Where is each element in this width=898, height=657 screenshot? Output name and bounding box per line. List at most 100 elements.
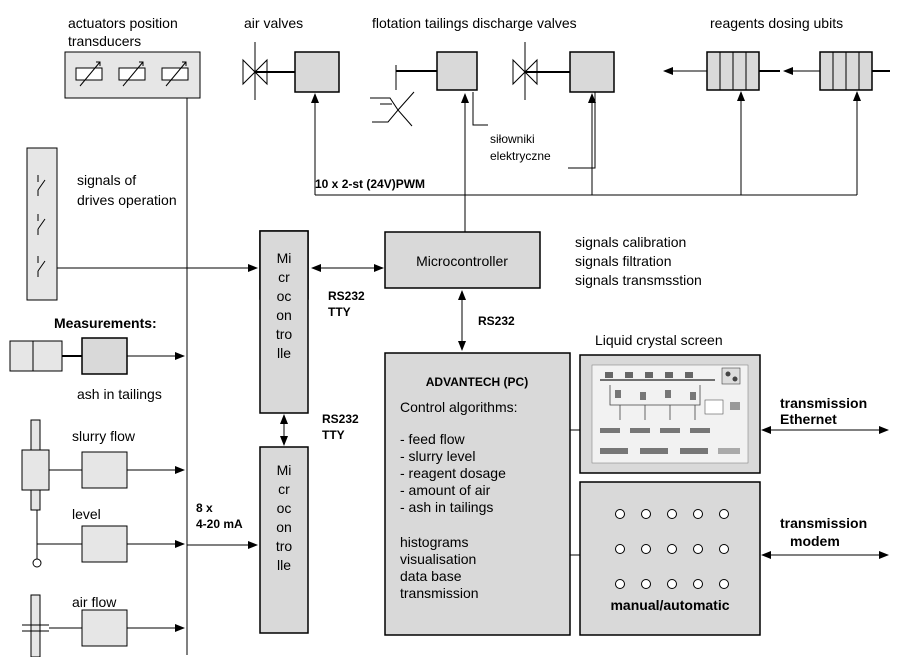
- indicator-dot: [667, 509, 677, 519]
- ash-label: ash in tailings: [77, 386, 162, 402]
- indicator-dot: [667, 579, 677, 589]
- indicator-dot: [719, 509, 729, 519]
- air-flow-label: air flow: [72, 594, 117, 610]
- rs232-tty-upper-1: RS232: [328, 289, 365, 303]
- ethernet-label-2: Ethernet: [780, 411, 837, 427]
- switch-icon: [37, 175, 46, 196]
- indicator-dot: [641, 509, 651, 519]
- pc-function: data base: [400, 568, 462, 584]
- transducer-icon: [75, 61, 103, 87]
- microcontroller-lower-text: Mi cr oc on tro lle: [276, 462, 293, 573]
- air-valve-actuator: [294, 51, 340, 93]
- air-valves-label: air valves: [244, 15, 303, 31]
- indicator-dot: [615, 509, 625, 519]
- measurements-heading: Measurements:: [54, 315, 157, 331]
- silowniki-label-2: elektryczne: [490, 149, 551, 163]
- control-item: - ash in tailings: [400, 499, 493, 515]
- lcd-label: Liquid crystal screen: [595, 332, 723, 348]
- signals-calibration-label: signals calibration: [575, 234, 686, 250]
- control-item: - slurry level: [400, 448, 475, 464]
- indicator-dot: [641, 579, 651, 589]
- transducer-icon: [118, 61, 146, 87]
- control-item: - feed flow: [400, 431, 465, 447]
- indicator-dot: [667, 544, 677, 554]
- mc-upper-line: on: [276, 307, 292, 323]
- level-sensor: [32, 510, 128, 568]
- advantech-title: ADVANTECH (PC): [426, 375, 528, 389]
- silowniki-label-1: siłowniki: [490, 132, 535, 146]
- control-item: - amount of air: [400, 482, 491, 498]
- indicator-dot: [719, 579, 729, 589]
- air-valve: [242, 42, 340, 100]
- indicator-dot: [693, 579, 703, 589]
- manual-automatic-label: manual/automatic: [610, 597, 729, 613]
- mc-upper-line: oc: [277, 288, 292, 304]
- microcontroller-main: [384, 231, 541, 289]
- mc-lower-line: Mi: [277, 462, 292, 478]
- drives-label-1: signals of: [77, 172, 136, 188]
- microcontroller-upper-text: Mi cr oc on tro lle: [276, 250, 293, 361]
- discharge-actuator-2: [569, 51, 615, 93]
- transducers-panel: [64, 51, 201, 99]
- rs232-tty-upper-2: TTY: [328, 305, 351, 319]
- ash-sensor: [9, 337, 128, 375]
- mc-upper-line: Mi: [277, 250, 292, 266]
- discharge-actuator-1: [436, 51, 478, 91]
- mc-lower-line: tro: [276, 538, 293, 554]
- slurry-flow-sensor: [21, 419, 128, 511]
- analog-label-1: 8 x: [196, 501, 213, 515]
- indicator-dot: [615, 579, 625, 589]
- drives-label-2: drives operation: [77, 192, 177, 208]
- indicator-dot: [693, 544, 703, 554]
- signals-filtration-label: signals filtration: [575, 253, 672, 269]
- manual-automatic-panel: [579, 481, 761, 636]
- rs232-tty-lower-1: RS232: [322, 412, 359, 426]
- drives-switch-panel: [26, 147, 58, 301]
- signals-transmission-label: signals transmsstion: [575, 272, 702, 288]
- reagent-dosing-unit-2: [783, 51, 890, 91]
- mc-upper-line: tro: [276, 326, 293, 342]
- air-flow-sensor: [22, 594, 128, 657]
- control-item: - reagent dosage: [400, 465, 506, 481]
- rs232-tty-lower-2: TTY: [322, 428, 345, 442]
- advantech-pc: [384, 352, 571, 636]
- mc-lower-line: on: [276, 519, 292, 535]
- pc-function: histograms: [400, 534, 468, 550]
- ethernet-label-1: transmission: [780, 395, 867, 411]
- actuators-label-1: actuators position: [68, 15, 178, 31]
- pc-function: transmission: [400, 585, 479, 601]
- analog-label-2: 4-20 mA: [196, 517, 243, 531]
- control-algorithms-label: Control algorithms:: [400, 399, 518, 415]
- microcontroller-lower: [259, 446, 309, 634]
- discharge-valve-2: [512, 42, 615, 100]
- indicator-dot: [719, 544, 729, 554]
- transducer-icon: [161, 61, 189, 87]
- indicator-dot: [693, 509, 703, 519]
- pc-function: visualisation: [400, 551, 476, 567]
- flotation-valves-label: flotation tailings discharge valves: [372, 15, 577, 31]
- modem-label-2: modem: [790, 533, 840, 549]
- indicator-dot: [615, 544, 625, 554]
- indicator-grid: [615, 509, 729, 589]
- discharge-valve-1: [370, 51, 478, 127]
- indicator-dot: [641, 544, 651, 554]
- reagents-label: reagents dosing ubits: [710, 15, 843, 31]
- actuators-label-2: transducers: [68, 33, 141, 49]
- microcontroller-upper-body: [259, 230, 309, 414]
- rs232-label: RS232: [478, 314, 515, 328]
- level-label: level: [72, 506, 101, 522]
- lcd-screen-content: [591, 364, 749, 464]
- mc-lower-line: oc: [277, 500, 292, 516]
- mc-lower-line: lle: [277, 557, 291, 573]
- slurry-flow-label: slurry flow: [72, 428, 136, 444]
- modem-label-1: transmission: [780, 515, 867, 531]
- microcontroller-main-label: Microcontroller: [416, 253, 508, 269]
- mc-lower-line: cr: [278, 481, 290, 497]
- switch-icon: [37, 256, 46, 277]
- reagent-dosing-unit-1: [663, 51, 780, 91]
- mc-upper-line: lle: [277, 345, 291, 361]
- mc-upper-line: cr: [278, 269, 290, 285]
- switch-icon: [37, 214, 46, 235]
